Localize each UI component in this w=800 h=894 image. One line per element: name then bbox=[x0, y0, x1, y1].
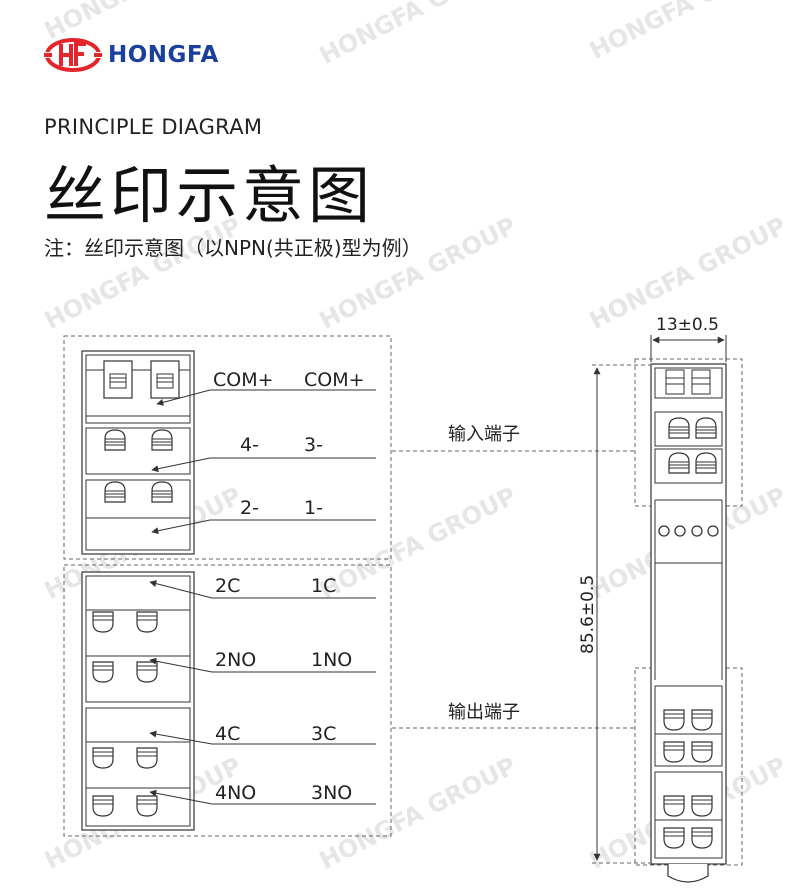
terminal-screw-icon bbox=[668, 452, 690, 474]
terminal-screw-icon bbox=[103, 360, 133, 399]
page-title: 丝印示意图 bbox=[44, 159, 375, 232]
output-label-right: 3C bbox=[311, 723, 336, 745]
terminal-screw-icon bbox=[691, 827, 713, 849]
input-label-left: 2- bbox=[240, 497, 259, 519]
output-label-left: 4C bbox=[215, 723, 240, 745]
output-label-left: 2NO bbox=[215, 649, 256, 671]
led-icon bbox=[691, 525, 703, 537]
terminal-screw-icon bbox=[691, 795, 713, 817]
terminal-screw-icon bbox=[104, 481, 126, 503]
terminal-screw-icon bbox=[695, 417, 717, 439]
terminal-screw-icon bbox=[92, 661, 114, 683]
terminal-screw-icon bbox=[92, 795, 114, 817]
output-label-right: 1NO bbox=[311, 649, 352, 671]
terminal-screw-icon bbox=[150, 360, 180, 399]
brand-logo[interactable]: HONGFA bbox=[44, 38, 219, 72]
width-dimension: 13±0.5 bbox=[656, 315, 719, 335]
terminal-screw-icon bbox=[92, 611, 114, 633]
terminal-screw-icon bbox=[136, 661, 158, 683]
terminal-screw-icon bbox=[151, 429, 173, 451]
height-dimension: 85.6±0.5 bbox=[578, 575, 598, 654]
terminal-screw-icon bbox=[136, 611, 158, 633]
terminal-screw-icon bbox=[136, 795, 158, 817]
led-icon bbox=[658, 525, 670, 537]
input-label-right: 3- bbox=[304, 434, 323, 456]
terminal-screw-icon bbox=[136, 747, 158, 769]
input-label-right: COM+ bbox=[304, 369, 365, 391]
led-icon bbox=[674, 525, 686, 537]
terminal-screw-icon bbox=[663, 709, 685, 731]
input-terminal-label: 输入端子 bbox=[448, 424, 520, 445]
terminal-screw-icon bbox=[691, 741, 713, 763]
hongfa-logo-icon bbox=[44, 38, 102, 72]
input-module-dashed-outline bbox=[63, 335, 392, 560]
side-input-dashed-outline bbox=[634, 358, 743, 507]
page-note: 注：丝印示意图（以NPN(共正极)型为例） bbox=[44, 236, 422, 260]
terminal-screw-icon bbox=[695, 452, 717, 474]
terminal-screw-icon bbox=[92, 747, 114, 769]
terminal-screw-icon bbox=[151, 481, 173, 503]
output-label-right: 1C bbox=[311, 575, 336, 597]
terminal-screw-icon bbox=[663, 827, 685, 849]
output-terminal-label: 输出端子 bbox=[448, 702, 520, 723]
input-label-left: COM+ bbox=[213, 369, 274, 391]
output-label-right: 3NO bbox=[311, 782, 352, 804]
terminal-screw-icon bbox=[663, 795, 685, 817]
input-label-left: 4- bbox=[240, 434, 259, 456]
terminal-screw-icon bbox=[104, 429, 126, 451]
input-label-right: 1- bbox=[304, 497, 323, 519]
output-module-dashed-outline bbox=[63, 564, 392, 837]
output-label-left: 2C bbox=[215, 575, 240, 597]
led-icon bbox=[707, 525, 719, 537]
terminal-screw-icon bbox=[691, 709, 713, 731]
terminal-screw-icon bbox=[663, 741, 685, 763]
output-label-left: 4NO bbox=[215, 782, 256, 804]
brand-name: HONGFA bbox=[108, 42, 219, 68]
page-subtitle: PRINCIPLE DIAGRAM bbox=[44, 115, 263, 139]
terminal-screw-icon bbox=[668, 417, 690, 439]
din-clip bbox=[667, 864, 709, 883]
